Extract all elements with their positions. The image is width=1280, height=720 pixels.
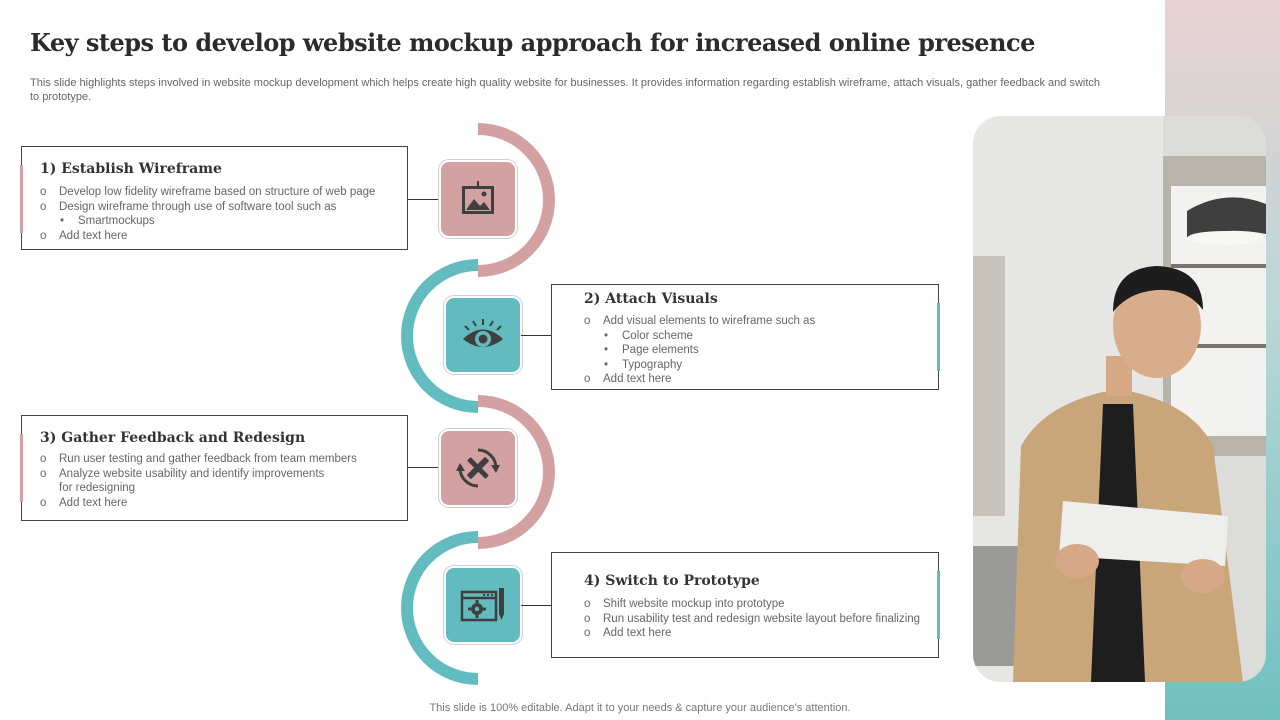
step-3-accent [20,434,23,502]
arc-step-4 [401,531,479,685]
list-sub-item: •Typography [604,358,683,371]
step-1-title: 1) Establish Wireframe [40,161,222,177]
step-4-connector [521,605,552,606]
arc-step-2 [401,259,479,413]
person-illustration [973,116,1266,682]
eye-icon [463,319,503,347]
list-sub-item: •Smartmockups [60,215,155,227]
design-tools-icon [456,448,500,488]
page-subtitle: This slide highlights steps involved in … [30,77,1101,103]
step-1-accent [20,165,23,233]
step-1-icon-box [439,160,517,238]
step-2-icon-box [444,296,522,374]
step-2-connector [521,335,552,336]
step-2-accent [937,303,940,371]
step-3-title: 3) Gather Feedback and Redesign [40,430,306,446]
picture-frame-icon [462,181,494,214]
list-item-continued: for redesigning [59,482,136,494]
list-sub-item: •Page elements [604,344,699,356]
page-title: Key steps to develop website mockup appr… [30,28,1035,57]
web-development-icon [460,588,504,622]
footer-note: This slide is 100% editable. Adapt it to… [429,702,851,714]
step-4-accent [937,571,940,639]
step-4-icon-box [444,566,522,644]
list-sub-item: •Color scheme [604,329,693,342]
step-3-icon-box [439,429,517,507]
arc-step-1 [477,123,555,277]
step-3-connector [408,467,440,468]
step-1-connector [408,199,440,200]
step-2-title: 2) Attach Visuals [584,291,718,307]
person-photo [973,116,1266,682]
arc-step-3 [477,395,555,549]
step-4-title: 4) Switch to Prototype [584,573,760,589]
